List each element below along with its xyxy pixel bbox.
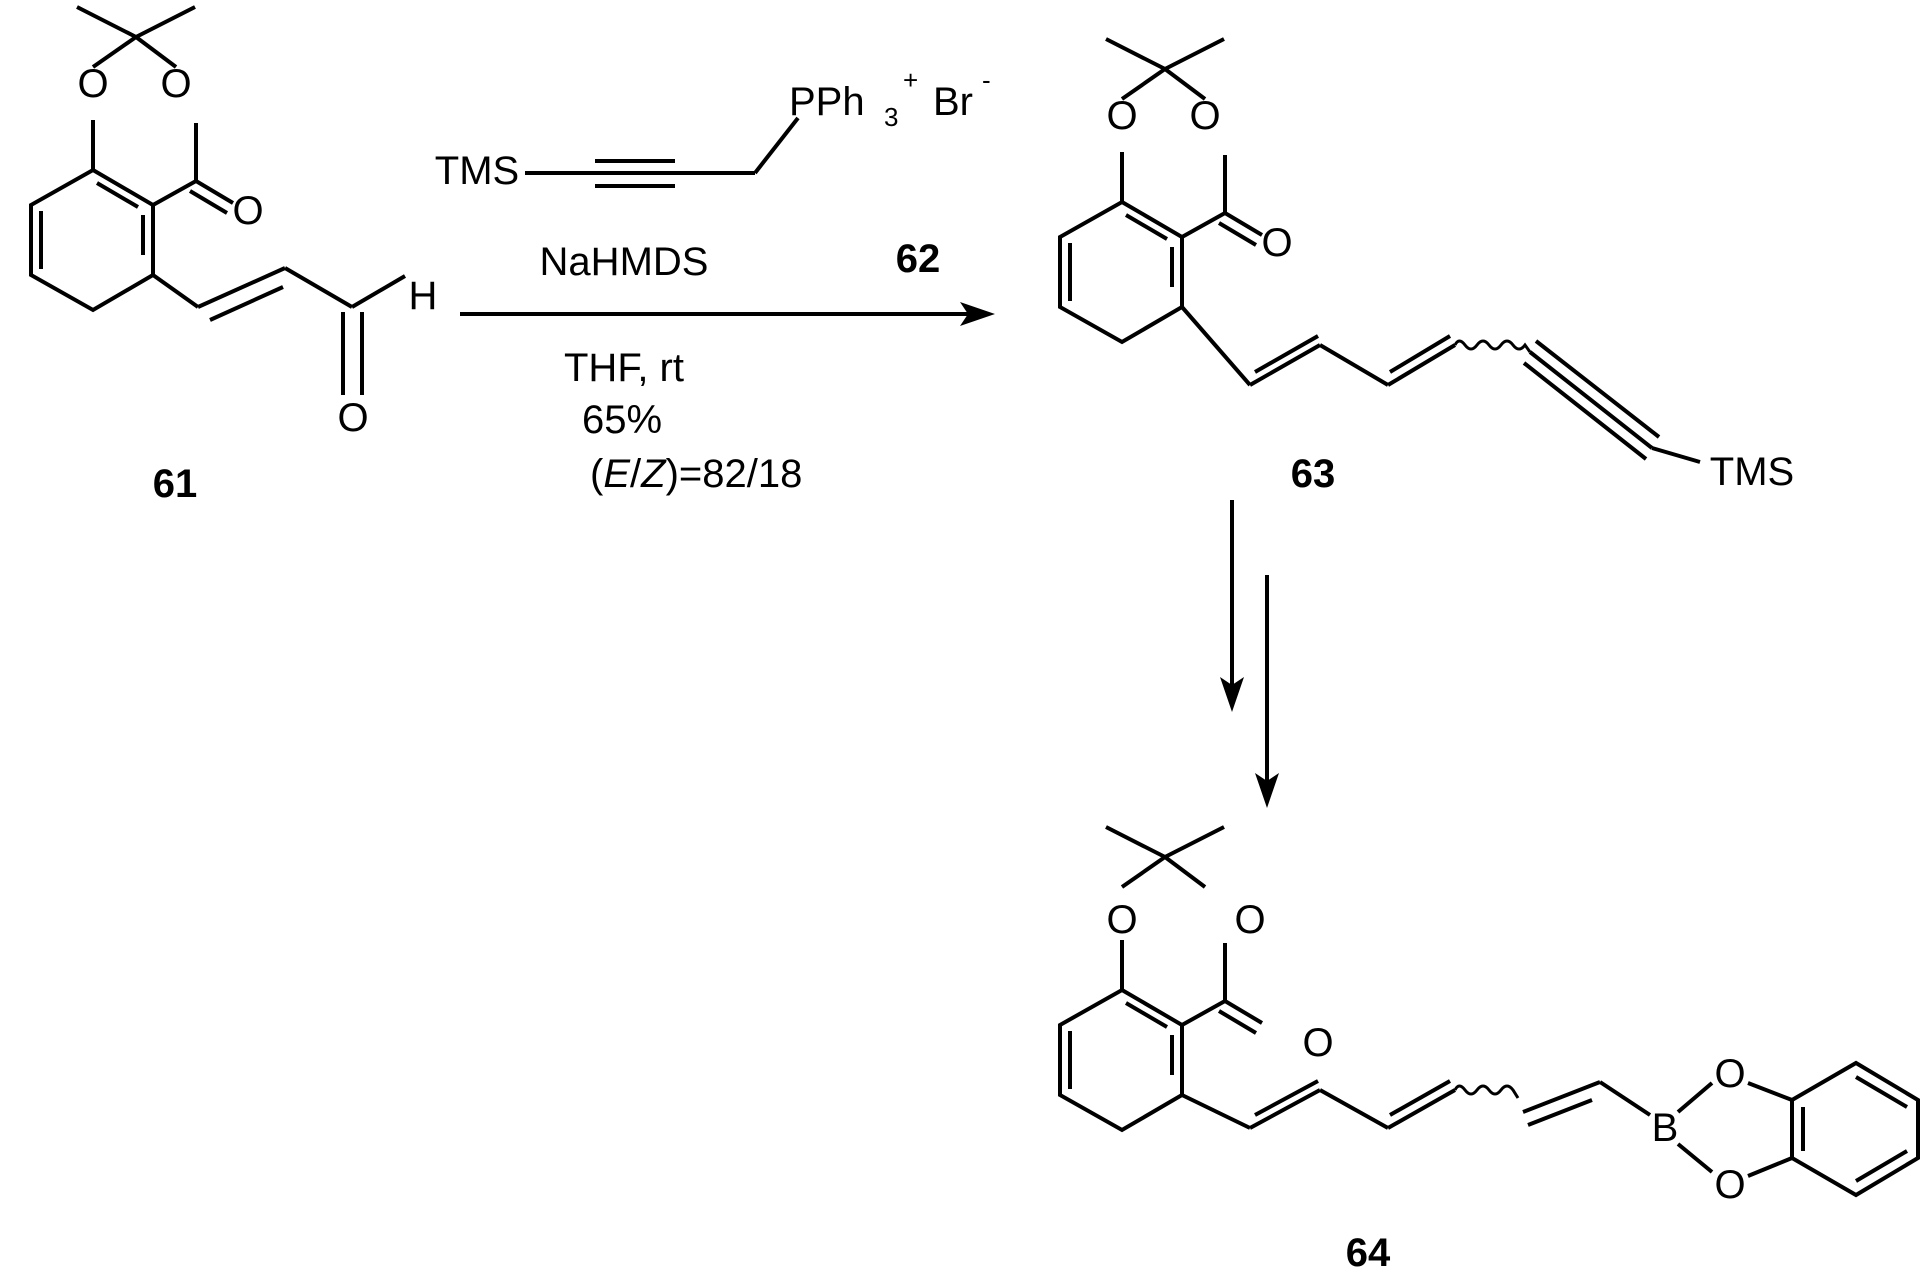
atom-boron: B: [1652, 1106, 1679, 1150]
compound-64: O O O B O O 64: [1058, 825, 1920, 1275]
reaction-conditions: NaHMDS THF, rt 65% (E/Z)=82/18: [540, 240, 803, 496]
atom-bromide-charge: -: [982, 65, 991, 95]
atom-o-carbonyl: O: [232, 189, 263, 233]
atom-phosphonium-charge: +: [903, 65, 918, 95]
compound-61: O O O H O 61: [29, 5, 438, 506]
atom-o-carbonyl: O: [1302, 1021, 1333, 1065]
atom-o-boronate: O: [1714, 1163, 1745, 1207]
compound-label-61: 61: [153, 462, 198, 506]
atom-o-aldehyde: O: [337, 396, 368, 440]
atom-o-ring: O: [160, 62, 191, 106]
atom-o-ring: O: [1106, 94, 1137, 138]
atom-o-carbonyl: O: [1261, 221, 1292, 265]
reagent-62: TMS PPh 3 + Br - 62: [435, 65, 991, 281]
atom-o-ring: O: [1189, 94, 1220, 138]
atom-bromide: Br: [933, 80, 973, 124]
compound-63: O O O TMS 63: [1058, 37, 1794, 496]
condition-yield: 65%: [582, 398, 662, 442]
compound-label-63: 63: [1291, 452, 1336, 496]
atom-phosphonium: PPh: [789, 80, 865, 124]
condition-solvent: THF, rt: [564, 346, 684, 390]
multistep-arrow: [1220, 500, 1279, 808]
atom-o-ring: O: [77, 62, 108, 106]
reaction-arrow: [460, 302, 995, 326]
condition-reagent: NaHMDS: [540, 240, 709, 284]
atom-o-ring: O: [1234, 898, 1265, 942]
condition-ratio: (E/Z)=82/18: [590, 452, 802, 496]
atom-phosphonium-subscript: 3: [884, 102, 898, 132]
compound-label-62: 62: [896, 237, 941, 281]
atom-tms: TMS: [1710, 450, 1794, 494]
atom-o-ring: O: [1106, 898, 1137, 942]
atom-h-aldehyde: H: [409, 274, 438, 318]
atom-tms: TMS: [435, 149, 519, 193]
atom-o-boronate: O: [1714, 1052, 1745, 1096]
compound-label-64: 64: [1346, 1231, 1391, 1275]
